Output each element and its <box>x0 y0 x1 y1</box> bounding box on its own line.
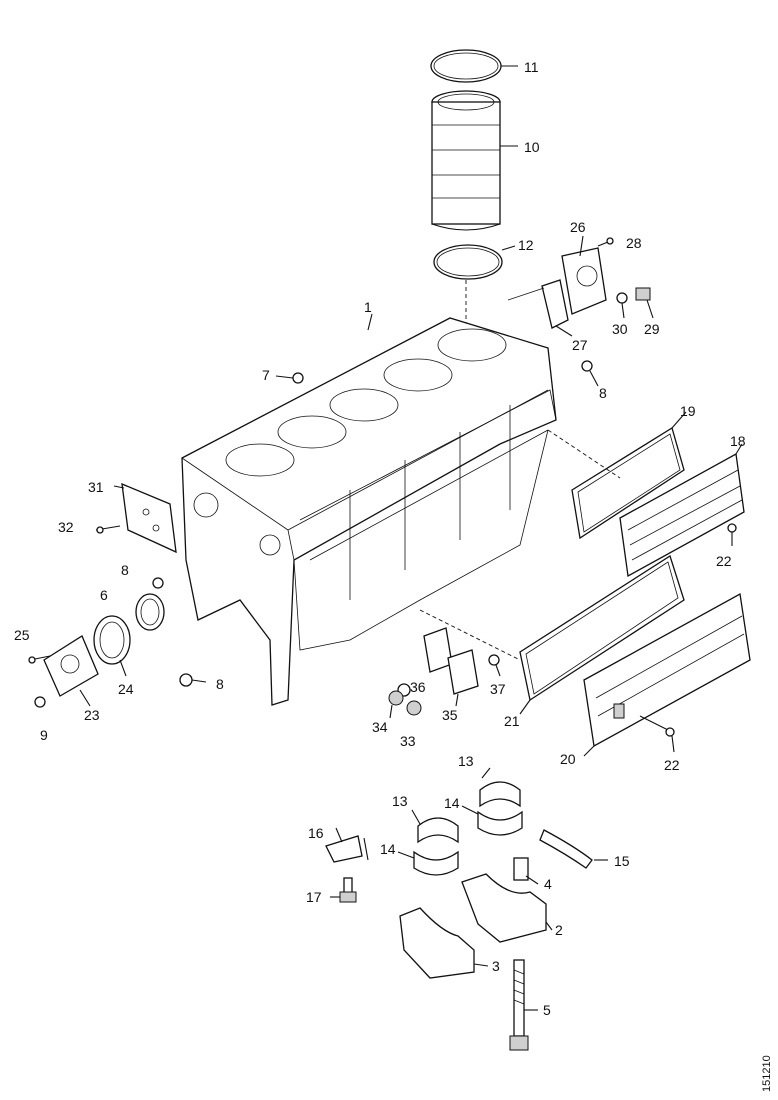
gasket-19 <box>571 411 687 540</box>
plug-33 <box>406 700 422 716</box>
callout-20: 20 <box>560 751 576 767</box>
callout-8-right: 8 <box>599 385 607 401</box>
gasket-21 <box>519 554 685 715</box>
thermostat-housing-26 <box>561 235 607 315</box>
callout-29: 29 <box>644 321 660 337</box>
bearing-shell-14-right <box>461 805 523 836</box>
callout-4: 4 <box>544 876 552 892</box>
callout-14-right: 14 <box>444 795 460 811</box>
bolt-5 <box>509 959 538 1051</box>
callout-8-lower: 8 <box>216 676 224 692</box>
callout-3: 3 <box>492 958 500 974</box>
cover-plate-31 <box>113 482 177 554</box>
callout-25: 25 <box>14 627 30 643</box>
water-pump-23 <box>43 635 99 707</box>
side-cover-18 <box>619 443 745 578</box>
callout-12: 12 <box>518 237 534 253</box>
callout-15: 15 <box>614 853 630 869</box>
callout-1: 1 <box>364 299 372 315</box>
callout-16: 16 <box>308 825 324 841</box>
oil-nozzle-16 <box>325 827 369 863</box>
callout-17: 17 <box>306 889 322 905</box>
plug-9 <box>34 696 46 708</box>
housing-gasket-27 <box>541 279 573 337</box>
sensor-29 <box>635 287 654 319</box>
plug-8-left <box>152 577 164 589</box>
reference-code: 151210 <box>761 1055 773 1092</box>
callout-22-lower: 22 <box>664 757 680 773</box>
callout-36: 36 <box>410 679 426 695</box>
plug-8-right <box>581 360 599 387</box>
thrust-washer-15 <box>539 829 608 869</box>
callout-30: 30 <box>612 321 628 337</box>
bearing-shell-14-left <box>397 850 459 876</box>
bolt-28 <box>597 237 614 247</box>
callout-33: 33 <box>400 733 416 749</box>
bolt-17 <box>330 877 357 903</box>
callout-23: 23 <box>84 707 100 723</box>
plug-34 <box>388 690 404 719</box>
plug-7 <box>275 372 304 384</box>
cover-35 <box>423 627 479 707</box>
callout-7: 7 <box>262 367 270 383</box>
callout-2: 2 <box>555 922 563 938</box>
seal-ring-11 <box>430 49 518 83</box>
callout-37: 37 <box>490 681 506 697</box>
callout-21: 21 <box>504 713 520 729</box>
bolt-22-upper <box>727 523 737 546</box>
bolt-22-lower <box>639 715 675 753</box>
callout-6: 6 <box>100 587 108 603</box>
bolt-25 <box>28 655 51 664</box>
callout-31: 31 <box>88 479 104 495</box>
callout-28: 28 <box>626 235 642 251</box>
callout-8-left: 8 <box>121 562 129 578</box>
callout-9: 9 <box>40 727 48 743</box>
seal-ring-12 <box>433 244 516 280</box>
callout-26: 26 <box>570 219 586 235</box>
callout-14-left: 14 <box>380 841 396 857</box>
callout-10: 10 <box>524 139 540 155</box>
callout-13-right: 13 <box>458 753 474 769</box>
bearing-cap-3 <box>399 907 489 979</box>
bearing-shell-13-right <box>479 767 521 808</box>
callout-35: 35 <box>442 707 458 723</box>
cylinder-liner-10 <box>431 90 518 231</box>
pipe-24 <box>93 615 131 677</box>
dowel-4 <box>513 857 539 885</box>
plug-37 <box>488 654 501 677</box>
callout-24: 24 <box>118 681 134 697</box>
callout-34: 34 <box>372 719 388 735</box>
washer-30 <box>616 292 628 319</box>
callout-27: 27 <box>572 337 588 353</box>
callout-13-left: 13 <box>392 793 408 809</box>
callout-5: 5 <box>543 1002 551 1018</box>
bearing-shell-13-left <box>411 809 459 844</box>
callout-22-upper: 22 <box>716 553 732 569</box>
plug-8-lower <box>179 673 207 687</box>
side-cover-20 <box>583 592 751 757</box>
cylinder-block-1 <box>181 313 557 706</box>
callout-32: 32 <box>58 519 74 535</box>
bearing-cap-2 <box>461 873 553 943</box>
callout-18: 18 <box>730 433 746 449</box>
bolt-32 <box>95 525 121 534</box>
callout-11: 11 <box>524 59 539 75</box>
callout-19: 19 <box>680 403 696 419</box>
seal-6 <box>135 593 165 631</box>
